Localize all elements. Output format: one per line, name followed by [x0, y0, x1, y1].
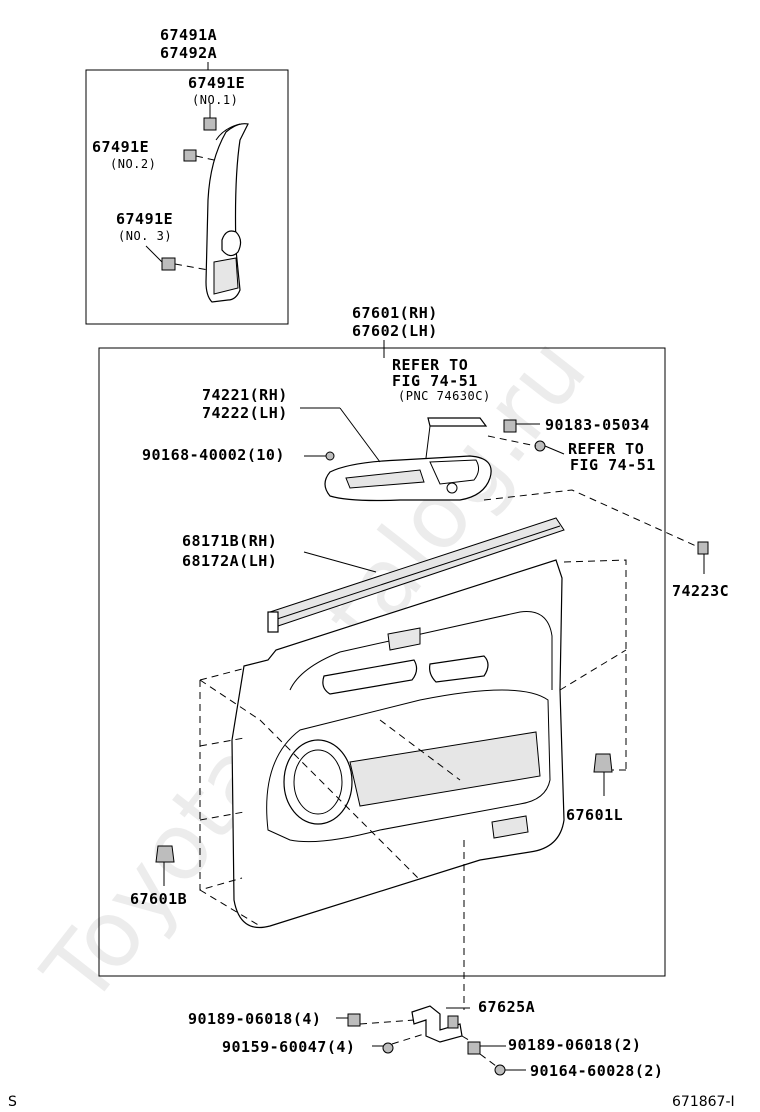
footer-code: 671867-I	[672, 1094, 735, 1110]
weatherstrip-end-cap	[267, 611, 279, 633]
inside-handle-bezel	[322, 659, 418, 695]
courtesy-lamp-hole	[491, 815, 529, 839]
nut-90189-2-icon[interactable]	[467, 1041, 481, 1055]
label-67491E-no2: 67491E	[92, 138, 149, 156]
label-90183: 90183-05034	[545, 416, 650, 434]
nut-90189-4-icon[interactable]	[347, 1013, 361, 1027]
label-no1: (NO.1)	[192, 93, 238, 107]
label-refer1-b: FIG 74-51	[392, 372, 478, 390]
armrest-pocket	[213, 257, 239, 295]
label-74221: 74221(RH)	[202, 386, 288, 404]
label-refer2-b: FIG 74-51	[570, 456, 656, 474]
label-74223C: 74223C	[672, 582, 729, 600]
label-67491E-no1: 67491E	[188, 74, 245, 92]
label-67602LH: 67602(LH)	[352, 322, 438, 340]
label-90168: 90168-40002(10)	[142, 446, 285, 464]
door-pocket	[349, 731, 541, 807]
label-refer1-c: (PNC 74630C)	[398, 389, 491, 403]
clip-no1-icon[interactable]	[203, 117, 217, 131]
label-refer2-a: REFER TO	[568, 440, 644, 458]
armrest-frame	[85, 69, 289, 325]
screw-90159-icon[interactable]	[382, 1042, 394, 1054]
label-67601RH: 67601(RH)	[352, 304, 438, 322]
label-90164: 90164-60028(2)	[530, 1062, 663, 1080]
clip-90183-icon[interactable]	[503, 419, 517, 433]
lock-knob-bezel	[387, 627, 421, 651]
armrest-subassembly: 67491A 67492A 67491E (NO.1) 67491E (NO.2…	[85, 26, 289, 325]
screw-refer-icon[interactable]	[534, 440, 546, 452]
label-68171B: 68171B(RH)	[182, 532, 277, 550]
clip-no2-icon[interactable]	[183, 149, 197, 162]
label-67601L: 67601L	[566, 806, 623, 824]
label-90159: 90159-60047(4)	[222, 1038, 355, 1056]
clip-74223C-icon[interactable]	[697, 541, 709, 555]
screw-90168-icon[interactable]	[325, 451, 335, 461]
footer-left: S	[8, 1094, 17, 1110]
door-trim-frame	[98, 347, 666, 977]
label-68172A: 68172A(LH)	[182, 552, 277, 570]
clip-67601B-icon[interactable]	[155, 845, 175, 863]
armrest-switch-hole	[221, 230, 242, 257]
clip-67601L-icon[interactable]	[593, 753, 613, 773]
clip-no3-icon[interactable]	[161, 257, 176, 271]
label-67601B: 67601B	[130, 890, 187, 908]
label-67491A: 67491A	[160, 26, 217, 44]
window-switch-bezel	[429, 655, 489, 683]
label-no3: (NO. 3)	[118, 229, 172, 243]
label-74222: 74222(LH)	[202, 404, 288, 422]
pull-handle-ref-icon[interactable]	[427, 417, 488, 427]
armrest-cover[interactable]	[205, 123, 249, 303]
label-90189-2: 90189-06018(2)	[508, 1036, 641, 1054]
label-67491E-no3: 67491E	[116, 210, 173, 228]
speaker-grille	[283, 739, 353, 825]
label-no2: (NO.2)	[110, 157, 156, 171]
bracket-assembly: 67625A 90189-06018(4) 90159-60047(4) 901…	[188, 998, 663, 1080]
screw-90164-icon[interactable]	[494, 1064, 506, 1076]
armrest-base-recess	[345, 469, 425, 489]
label-90189-4: 90189-06018(4)	[188, 1010, 321, 1028]
door-trim-assembly: 67601(RH) 67602(LH)	[98, 304, 729, 1010]
label-67492A: 67492A	[160, 44, 217, 62]
label-67625A: 67625A	[478, 998, 535, 1016]
label-refer1-a: REFER TO	[392, 356, 468, 374]
